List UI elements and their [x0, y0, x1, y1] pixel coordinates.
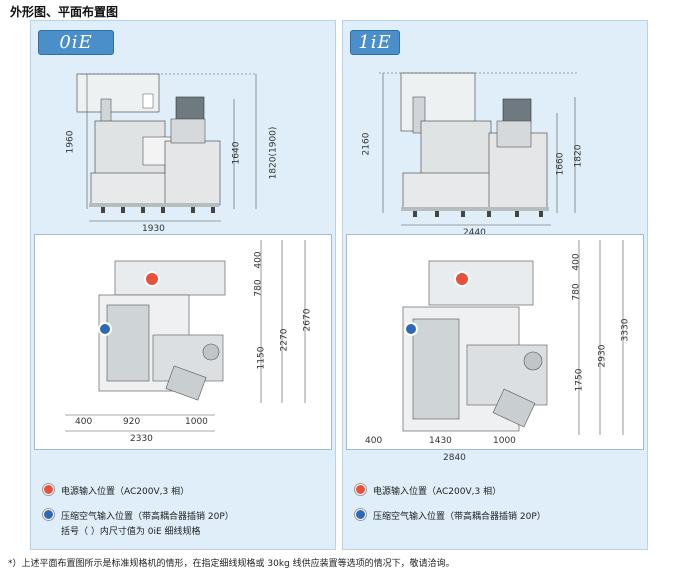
model-badge-0ie: 0iE — [38, 30, 114, 55]
elev-dim-height-b: 1820(1900) — [268, 126, 279, 180]
panel-0ie: 0iE 1960 1640 1820(1900) 1930 — [30, 20, 336, 550]
elevation-drawing-1ie — [379, 72, 577, 226]
plan-dim-bottom-b: 1430 — [429, 436, 452, 446]
plan-dim-bottom-a: 400 — [75, 417, 93, 427]
elev-dim-width: 1930 — [142, 224, 165, 234]
elev-dim-height-total: 1960 — [65, 130, 76, 154]
plan-dim-bottom-c: 1000 — [493, 436, 516, 446]
page-heading: 外形图、平面布置图 — [10, 5, 119, 19]
plan-dim-bottom-total: 2330 — [130, 434, 153, 444]
plan-dim-right-a: 780 — [571, 283, 582, 301]
plan-dim-bottom-b: 920 — [123, 417, 141, 427]
elev-dim-height-total: 2160 — [361, 132, 372, 156]
footnote: *）上述平面布置图所示是标准规格机的情形，在指定细线规格或 30kg 线供应装置… — [8, 559, 455, 569]
plan-dim-top-right: 400 — [253, 251, 264, 269]
elevation-drawing-0ie — [76, 73, 257, 222]
plan-dim-bottom-a: 400 — [365, 436, 383, 446]
plan-dim-right-c: 3330 — [620, 318, 631, 342]
elev-dim-width: 2440 — [463, 228, 486, 238]
plan-box-1ie: 400 780 2930 3330 1750 400 1430 1000 — [346, 234, 644, 462]
plan-dim-top-right: 400 — [571, 253, 582, 271]
plan-dim-right-b: 2270 — [279, 328, 290, 352]
elev-dim-height-a: 1660 — [555, 152, 566, 176]
legend-note-0ie: 括号（ ）内尺寸值为 0iE 细线规格 — [61, 527, 201, 537]
power-dot-icon — [355, 484, 366, 495]
plan-dim-right-d: 1750 — [574, 368, 585, 392]
elev-dim-height-b: 1820 — [573, 144, 584, 168]
panel-1ie: 1iE 2160 1660 1820 2440 — [342, 20, 648, 550]
plan-dim-right-b: 2930 — [597, 344, 608, 368]
plan-drawing-0ie — [65, 240, 306, 432]
plan-box-0ie: 400 780 2270 2670 1150 400 920 1000 2330 — [34, 234, 332, 450]
plan-drawing-1ie — [367, 240, 624, 462]
air-dot-icon — [355, 509, 366, 520]
plan-dim-right-a: 780 — [253, 279, 264, 297]
plan-dim-bottom-c: 1000 — [185, 417, 208, 427]
air-dot-icon — [43, 509, 54, 520]
model-badge-1ie: 1iE — [350, 30, 400, 55]
power-dot-icon — [43, 484, 54, 495]
elev-dim-height-a: 1640 — [231, 141, 242, 165]
plan-dim-right-c: 2670 — [302, 308, 313, 332]
plan-dim-right-d: 1150 — [256, 346, 267, 370]
plan-dim-bottom-total: 2840 — [443, 453, 466, 463]
